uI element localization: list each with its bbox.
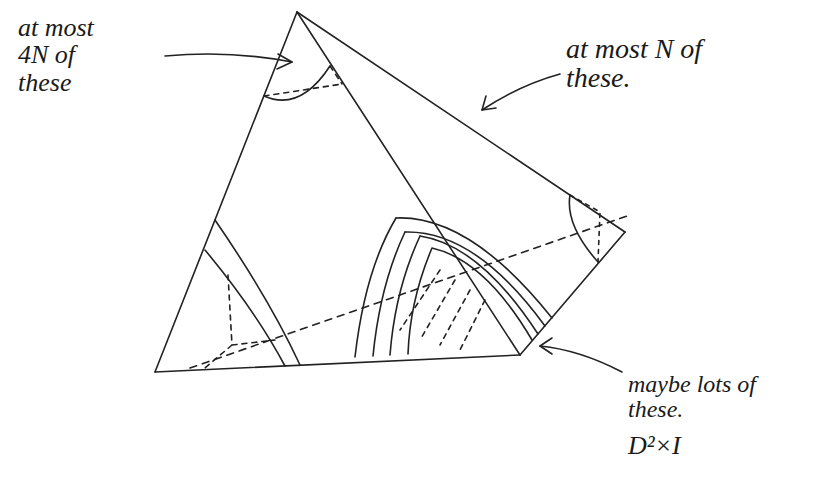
edge <box>297 12 520 355</box>
corner-disc <box>420 236 538 334</box>
note-label: at most N of these. <box>566 34 746 93</box>
arrowhead <box>482 96 496 110</box>
corner-disc <box>408 248 532 354</box>
corner-disc-hidden <box>570 195 600 262</box>
corner-disc <box>205 250 285 366</box>
note-label: D²×I <box>628 432 748 459</box>
leader-line <box>540 346 622 372</box>
note-label: at most 4N of these <box>18 14 128 96</box>
leader-line <box>165 54 292 62</box>
corner-disc <box>569 195 598 262</box>
hidden-edge <box>190 215 630 368</box>
note-label: maybe lots of these. <box>628 372 768 422</box>
corner-disc-hidden <box>264 66 342 96</box>
edge <box>155 355 520 372</box>
arrowhead <box>277 54 292 69</box>
edge <box>520 232 625 355</box>
arrowhead <box>540 338 552 354</box>
leader-line <box>482 74 560 110</box>
corner-disc <box>405 232 545 326</box>
corner-disc <box>215 220 300 365</box>
corner-disc-hidden <box>400 270 485 350</box>
corner-disc-hidden <box>205 275 275 368</box>
